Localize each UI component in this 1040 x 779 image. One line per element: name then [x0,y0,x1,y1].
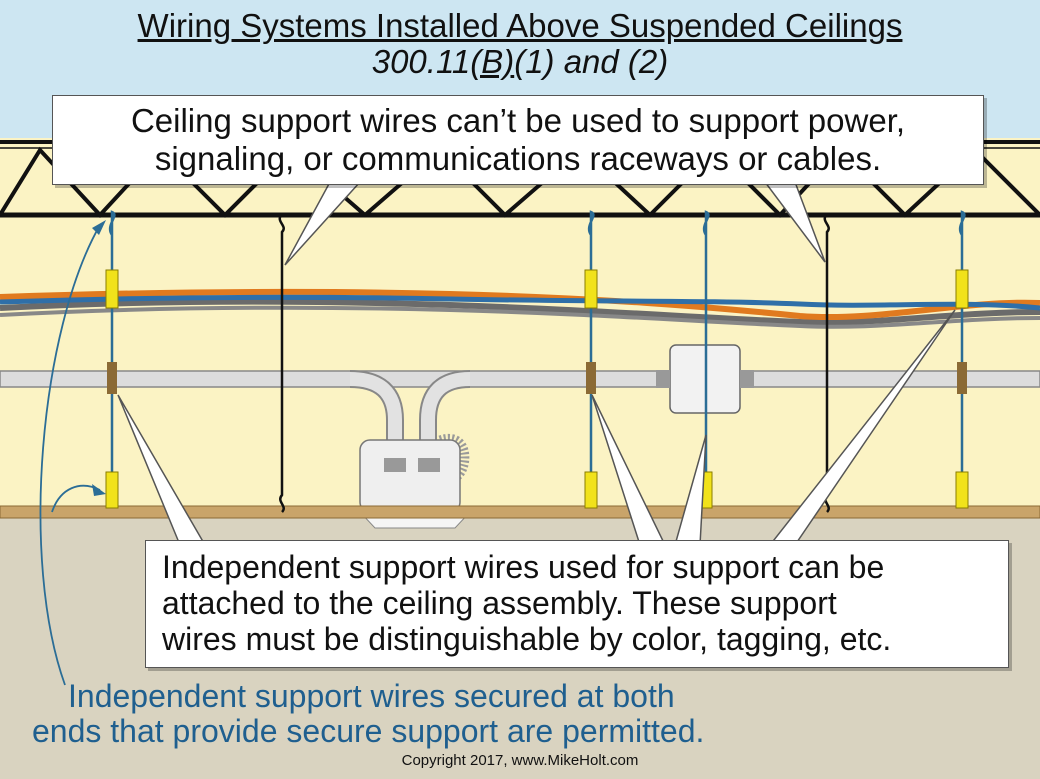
tag-1-top [105,269,119,309]
independent-support-wires [108,210,966,508]
callout-independent-wires: Independent support wires used for suppo… [145,540,1009,668]
ceiling-box-connector-right [418,458,440,472]
blue-arrow-long-head [92,220,106,235]
title-code-underlined: (B) [470,43,515,80]
callout-top-line-2: signaling, or communications raceways or… [154,140,882,177]
ceiling-grid [0,505,1040,519]
cable-gray [0,298,1040,326]
title-line-1: Wiring Systems Installed Above Suspended… [137,7,903,44]
note-line-1: Independent support wires secured at bot… [68,678,675,714]
ceiling-box-connector-left [384,458,406,472]
raceway-drop-right-fill [421,372,471,455]
tag-4-bottom [955,471,969,509]
junction-box-connector-left [656,370,670,388]
tag-2-bottom [584,471,598,509]
flex-conduit [438,433,470,482]
ceiling-support-wires [278,214,830,513]
callout-bottom-line-1: Independent support wires used for suppo… [162,549,885,585]
blue-arrow-short-head [92,484,106,496]
raceway-straps [107,362,967,394]
strap-1 [107,362,117,394]
strap-2 [586,362,596,394]
strap-3 [957,362,967,394]
independent-wire-4 [958,210,966,508]
tag-1-bottom [105,471,119,509]
junction-box-connector-right [740,370,754,388]
raceway-main [0,370,1040,388]
title-code-prefix: 300.11 [371,43,471,80]
tag-4-top [955,269,969,309]
title-code-suffix: (1) and (2) [514,43,669,80]
blue-arrow-long [39,224,101,686]
raceway-drop-left-fill [349,372,402,455]
ceiling-wire-left [278,214,285,513]
ceiling-wire-right [823,214,830,513]
callout-bottom-line-3: wires must be distinguishable by color, … [162,621,892,657]
title-line-2: 300.11(B)(1) and (2) [0,44,1040,80]
note-line-2: ends that provide secure support are per… [32,713,705,749]
independent-wire-1 [108,210,116,508]
callout-ceiling-wires: Ceiling support wires can’t be used to s… [52,95,984,185]
independent-wire-3 [702,210,710,508]
diagram-title: Wiring Systems Installed Above Suspended… [0,8,1040,80]
cable-gray-2 [0,305,1040,329]
callout-bottom-line-2: attached to the ceiling assembly. These … [162,585,837,621]
copyright-text: Copyright 2017, www.MikeHolt.com [401,752,639,769]
ceiling-box [359,439,461,513]
callout-top-line-1: Ceiling support wires can’t be used to s… [130,102,906,139]
independent-wire-2 [587,210,595,508]
tag-2-top [584,269,598,309]
